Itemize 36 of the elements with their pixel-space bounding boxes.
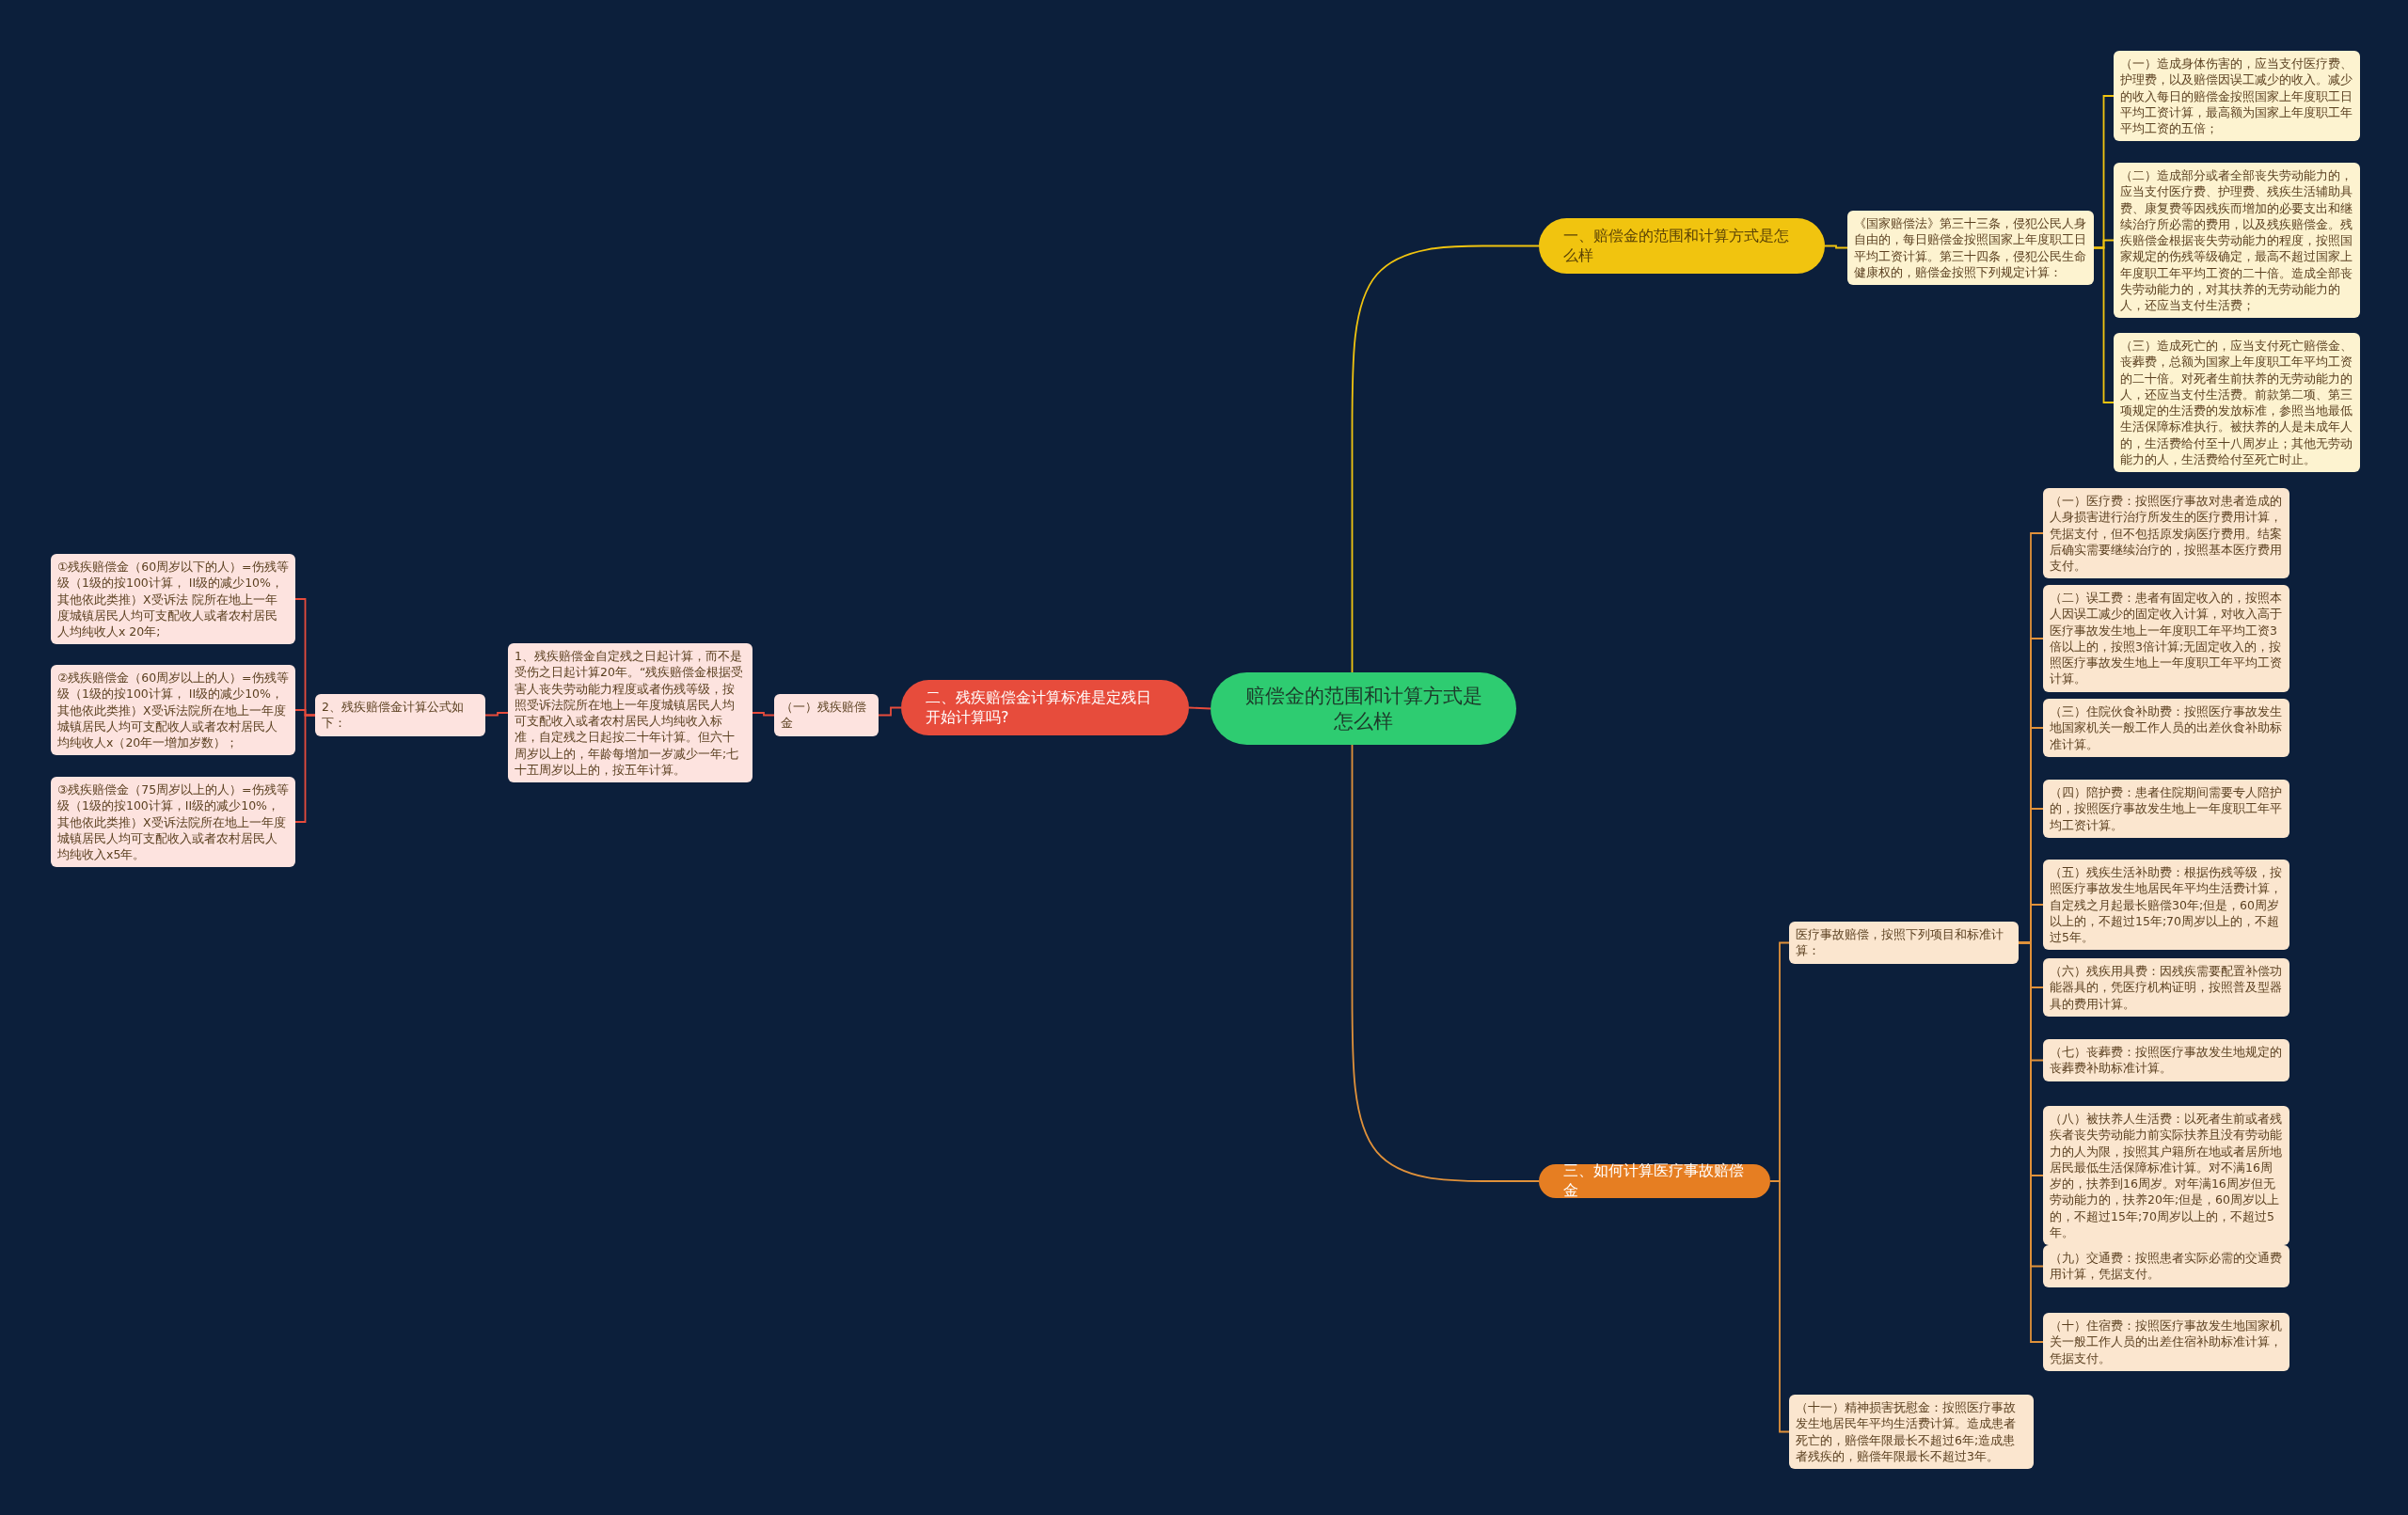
connector-line	[1769, 1180, 1790, 1433]
branch-topic: 二、残疾赔偿金计算标准是定残日开始计算吗?	[901, 680, 1189, 735]
text-card: （一）残疾赔偿金	[774, 694, 879, 736]
branch-topic: 一、赔偿金的范围和计算方式是怎么样	[1539, 218, 1825, 274]
text-card: （四）陪护费：患者住院期间需要专人陪护的，按照医疗事故发生地上一年度职工年平均工资计算。	[2043, 780, 2289, 838]
text-card: 2、残疾赔偿金计算公式如下：	[315, 694, 485, 736]
connector-line	[484, 712, 509, 717]
text-card: （五）残疾生活补助费：根据伤残等级，按照医疗事故发生地居民年平均生活费计算，自定残之月起最长赔偿30年;但是，60周岁以上的，不超过15年;70周岁以上的，不超过5年。	[2043, 860, 2289, 951]
text-card: 医疗事故赔偿，按照下列项目和标准计算：	[1789, 922, 2019, 964]
text-card: ①残疾赔偿金（60周岁以下的人）=伤残等级（1级的按100计算， II级的减少10%，其他依此类推）X受诉法 院所在地上一年度城镇居民人均可支配收人或者农村居民人均纯收人x 20年;	[51, 554, 295, 645]
text-card: （一）医疗费：按照医疗事故对患者造成的人身损害进行治疗所发生的医疗费用计算，凭据支付，但不包括原发病医疗费用。结案后确实需要继续治疗的，按照基本医疗费用支付。	[2043, 488, 2289, 579]
text-card: （三）住院伙食补助费：按照医疗事故发生地国家机关一般工作人员的出差伙食补助标准计算。	[2043, 699, 2289, 757]
text-card: （十）住宿费：按照医疗事故发生地国家机关一般工作人员的出差住宿补助标准计算，凭据支付。	[2043, 1313, 2289, 1371]
connector-line	[2093, 246, 2115, 403]
central-topic: 赔偿金的范围和计算方式是怎么样	[1211, 672, 1516, 745]
connector-line	[294, 714, 316, 823]
text-card: 1、残疾赔偿金自定残之日起计算，而不是受伤之日起计算20年。“残疾赔偿金根据受害人丧失劳动能力程度或者伤残等级，按照受诉法院所在地上一年度城镇居民人均可支配收入或者农村居民人均纯收入标准，自定残之日起按二十年计算。但六十周岁以上的，年龄每增加一岁减少一年;七十五周岁以上的，按五年计算。	[508, 643, 752, 782]
text-card: （二）误工费：患者有固定收入的，按照本人因误工减少的固定收入计算，对收入高于医疗事故发生地上一年度职工年平均工资3倍以上的，按照3倍计算;无固定收入的，按照医疗事故发生地上一年度职工年平均工资计算。	[2043, 585, 2289, 692]
connector-line	[752, 712, 775, 717]
text-card: （六）残疾用具费：因残疾需要配置补偿功能器具的，凭医疗机构证明，按照普及型器具的费用计算。	[2043, 958, 2289, 1017]
branch-topic: 三、如何计算医疗事故赔偿金	[1539, 1164, 1770, 1198]
text-card: （七）丧葬费：按照医疗事故发生地规定的丧葬费补助标准计算。	[2043, 1039, 2289, 1081]
connector-line	[1351, 245, 1540, 673]
text-card: （二）造成部分或者全部丧失劳动能力的，应当支付医疗费、护理费、残疾生活辅助具费、康复费等因残疾而增加的必要支出和继续治疗所必需的费用，以及残疾赔偿金。残疾赔偿金根据丧失劳动能力的程度，按照国家规定的伤残等级确定，最高不超过国家上年度职工年平均工资的二十倍。造成全部丧失劳动能力的，对其扶养的无劳动能力的人，还应当支付生活费；	[2114, 163, 2360, 319]
text-card: ③残疾赔偿金（75周岁以上的人）=伤残等级（1级的按100计算，II级的减少10%，其他依此类推）X受诉法院所在地上一年度城镇居民人均可支配收入或者农村居民人均纯收入x5年。	[51, 777, 295, 868]
connector-line	[1351, 744, 1540, 1182]
text-card: （一）造成身体伤害的，应当支付医疗费、护理费，以及赔偿因误工减少的收入。减少的收入每日的赔偿金按照国家上年度职工日平均工资计算，最高额为国家上年度职工年平均工资的五倍；	[2114, 51, 2360, 142]
connector-line	[1188, 706, 1212, 710]
text-card: 《国家赔偿法》第三十三条，侵犯公民人身自由的，每日赔偿金按照国家上年度职工日平均工资计算。第三十四条，侵犯公民生命健康权的，赔偿金按照下列规定计算：	[1847, 211, 2094, 285]
text-card: （三）造成死亡的，应当支付死亡赔偿金、丧葬费，总额为国家上年度职工年平均工资的二十倍。对死者生前扶养的无劳动能力的人，还应当支付生活费。前款第二项、第三项规定的生活费的发放标准，参照当地最低生活保障标准执行。被扶养的人是未成年人的，生活费给付至十八周岁止；其他无劳动能力的人，生活费给付至死亡时止。	[2114, 333, 2360, 472]
connector-line	[1824, 245, 1848, 249]
text-card: （十一）精神损害抚慰金：按照医疗事故发生地居民年平均生活费计算。造成患者死亡的，赔偿年限最长不超过6年;造成患者残疾的，赔偿年限最长不超过3年。	[1789, 1395, 2034, 1469]
connector-line	[878, 706, 902, 717]
text-card: （九）交通费：按照患者实际必需的交通费用计算，凭据支付。	[2043, 1245, 2289, 1287]
text-card: （八）被扶养人生活费：以死者生前或者残疾者丧失劳动能力前实际扶养且没有劳动能力的人为限，按照其户籍所在地或者居所地居民最低生活保障标准计算。对不满16周岁的，扶养到16周岁。对年满16周岁但无劳动能力的，扶养20年;但是，60周岁以上的，不超过15年;70周岁以上的，不超过5年。	[2043, 1106, 2289, 1245]
text-card: ②残疾赔偿金（60周岁以上的人）=伤残等级（1级的按100计算， II级的减少10%，其他依此类推）X受诉法院所在地上一年度城镇居民人均可支配收人或者农村居民人均纯收人x（20年一增加岁数）；	[51, 665, 295, 756]
